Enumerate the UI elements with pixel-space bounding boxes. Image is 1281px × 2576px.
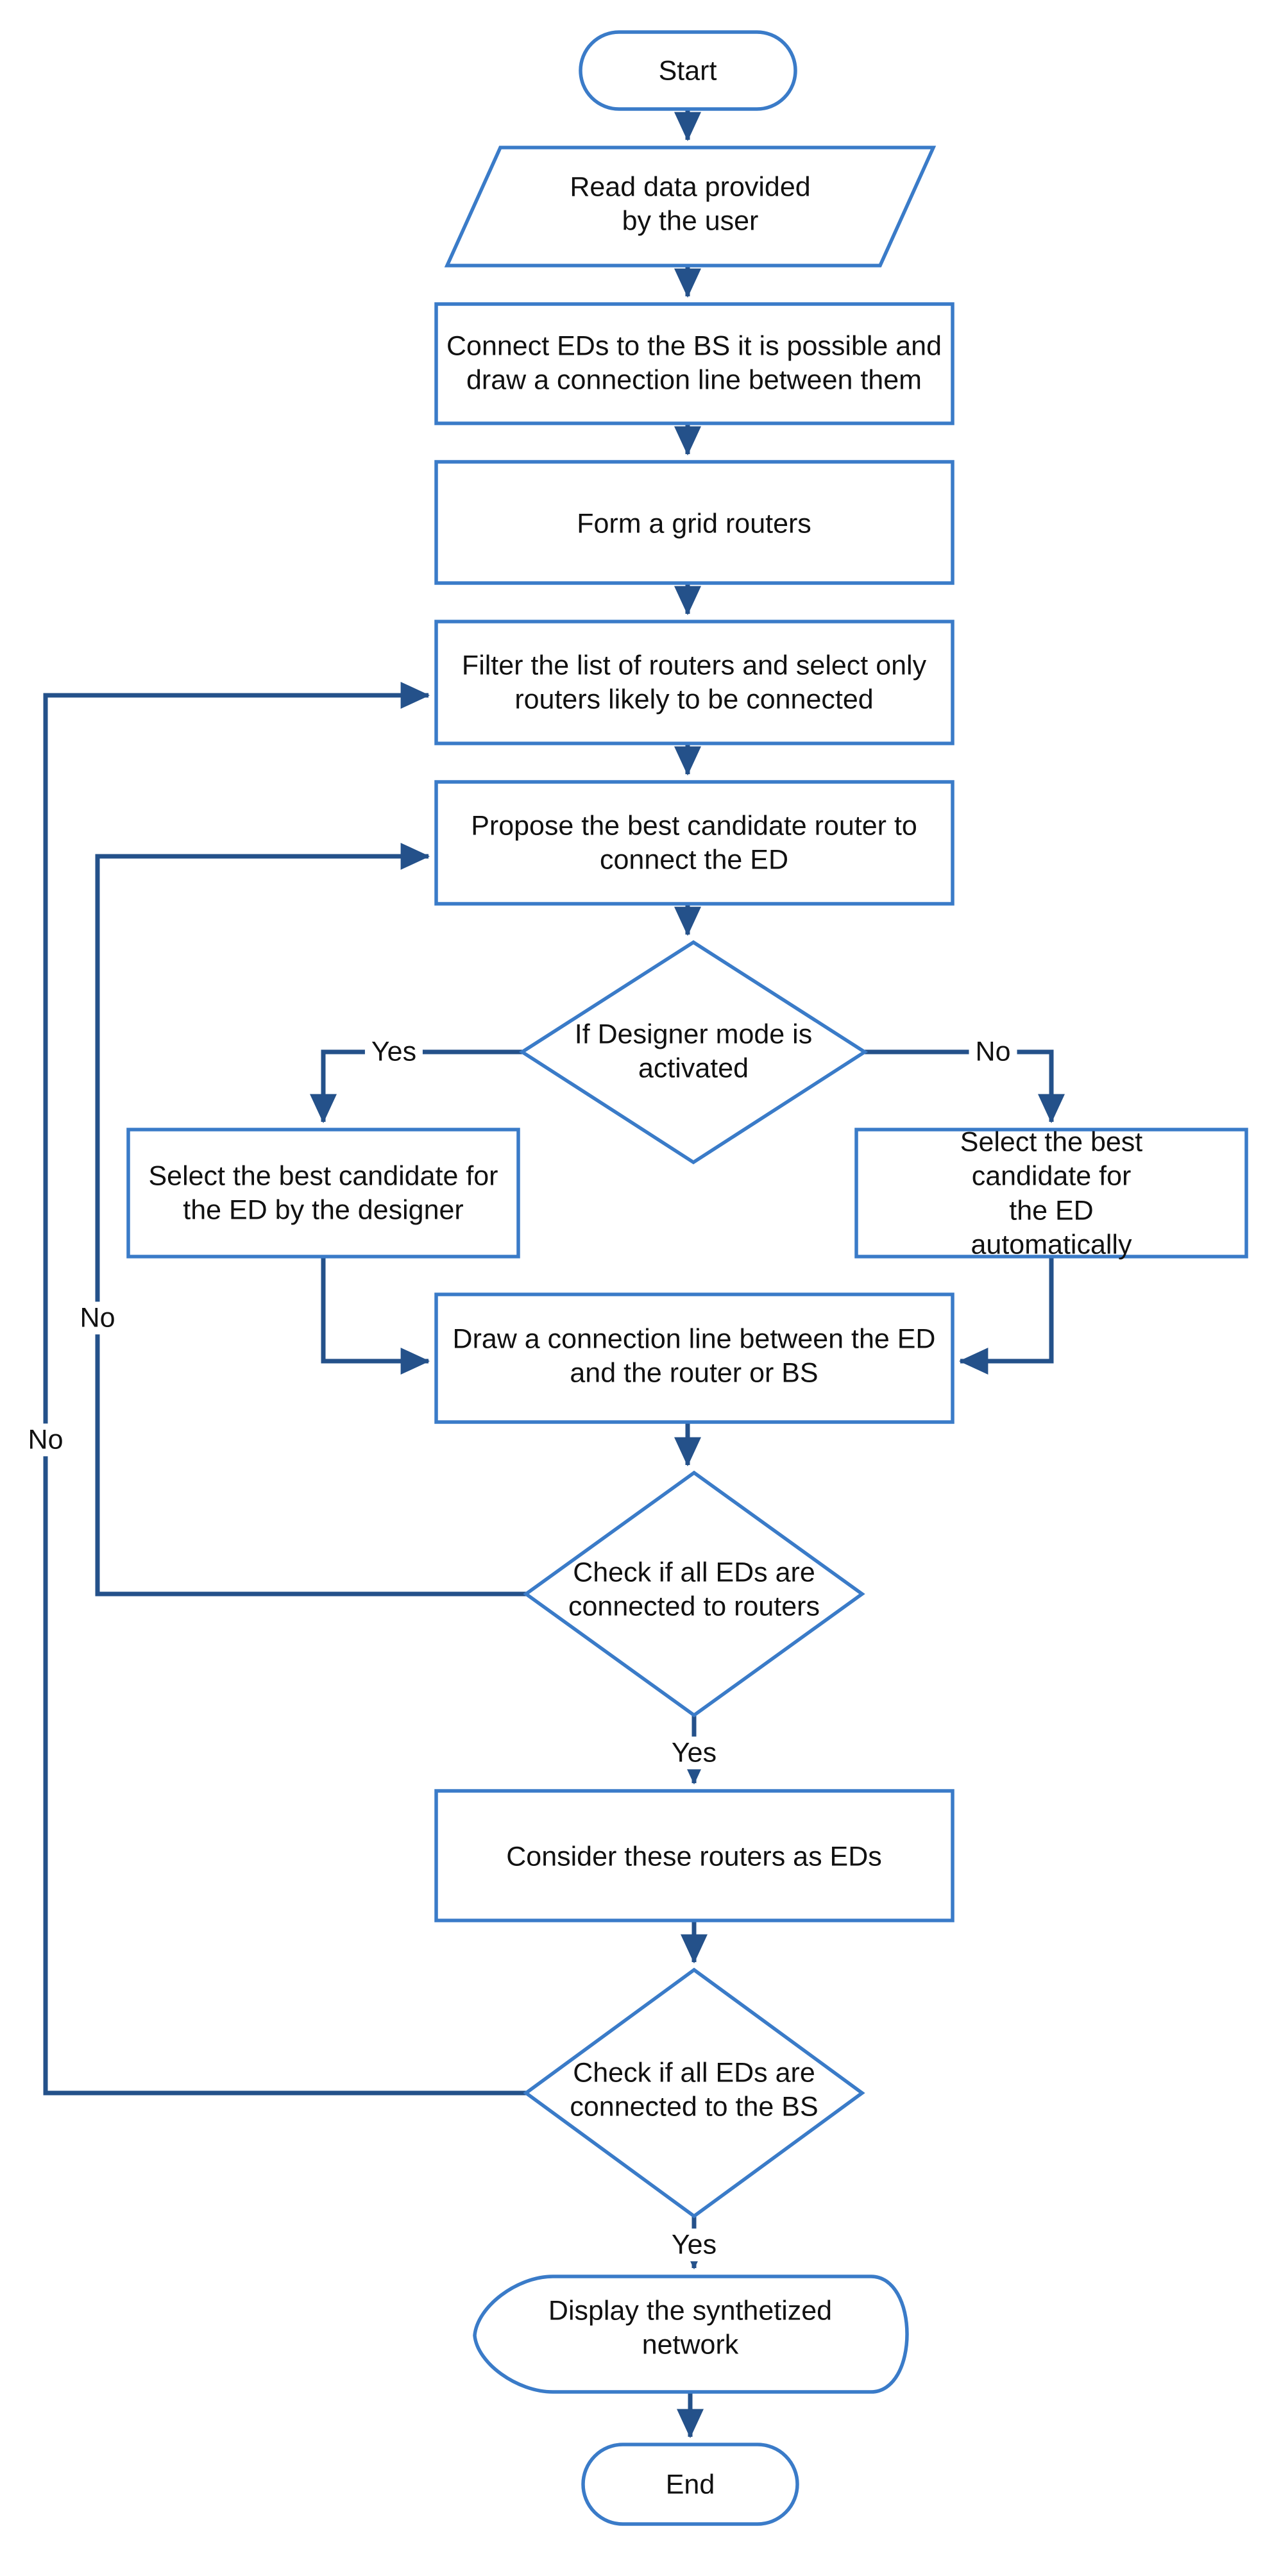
select-by-designer-node bbox=[126, 1128, 520, 1258]
check-eds-bs-label: Check if all EDs are connected to the BS bbox=[570, 2057, 819, 2123]
designer-mode-decision bbox=[518, 940, 869, 1165]
edge-designer-box-to-draw bbox=[321, 1257, 430, 1375]
edge-designer-no bbox=[865, 1049, 1065, 1124]
select-by-designer-label: Select the best candidate for the ED by … bbox=[148, 1160, 498, 1226]
connect-eds-node bbox=[434, 302, 954, 425]
draw-connection-node bbox=[434, 1292, 954, 1424]
consider-routers-label: Consider these routers as EDs bbox=[506, 1841, 882, 1872]
end-label: End bbox=[665, 2469, 715, 2500]
connect-eds-label: Connect EDs to the BS it is possible and… bbox=[446, 330, 942, 396]
filter-routers-node bbox=[434, 620, 954, 745]
propose-candidate-node bbox=[434, 780, 954, 906]
display-network-node bbox=[473, 2275, 909, 2394]
read-data-label: Read data provided by the user bbox=[570, 171, 811, 237]
draw-connection-label: Draw a connection line between the ED an… bbox=[452, 1323, 936, 1389]
edge-check-routers-no-loop bbox=[95, 843, 526, 1597]
start-node bbox=[579, 30, 797, 111]
eds-routers-no-label: No bbox=[73, 1301, 122, 1335]
designer-yes-label: Yes bbox=[364, 1035, 423, 1069]
form-grid-node bbox=[434, 460, 954, 585]
end-node bbox=[581, 2443, 799, 2526]
eds-routers-yes-label: Yes bbox=[665, 1736, 724, 1770]
select-automatically-label: Select the best candidate for the ED aut… bbox=[960, 1126, 1143, 1260]
designer-no-label: No bbox=[969, 1035, 1017, 1069]
designer-mode-label: If Designer mode is activated bbox=[574, 1019, 813, 1084]
propose-candidate-label: Propose the best candidate router to con… bbox=[471, 810, 917, 876]
edge-designer-yes bbox=[310, 1049, 522, 1124]
check-eds-routers-label: Check if all EDs are connected to router… bbox=[568, 1557, 820, 1622]
eds-bs-no-label: No bbox=[21, 1423, 70, 1457]
read-data-node bbox=[444, 146, 937, 267]
edge-check-bs-no-loop bbox=[43, 682, 526, 2096]
eds-bs-yes-label: Yes bbox=[665, 2228, 724, 2262]
edge-auto-box-to-draw bbox=[958, 1257, 1054, 1375]
check-eds-bs-decision bbox=[523, 1967, 865, 2219]
select-automatically-node bbox=[854, 1128, 1248, 1258]
consider-routers-node bbox=[434, 1789, 954, 1922]
form-grid-label: Form a grid routers bbox=[577, 508, 811, 539]
check-eds-routers-decision bbox=[523, 1470, 865, 1718]
filter-routers-label: Filter the list of routers and select on… bbox=[461, 650, 927, 715]
display-network-label: Display the synthetized network bbox=[548, 2295, 833, 2360]
start-label: Start bbox=[658, 55, 717, 87]
